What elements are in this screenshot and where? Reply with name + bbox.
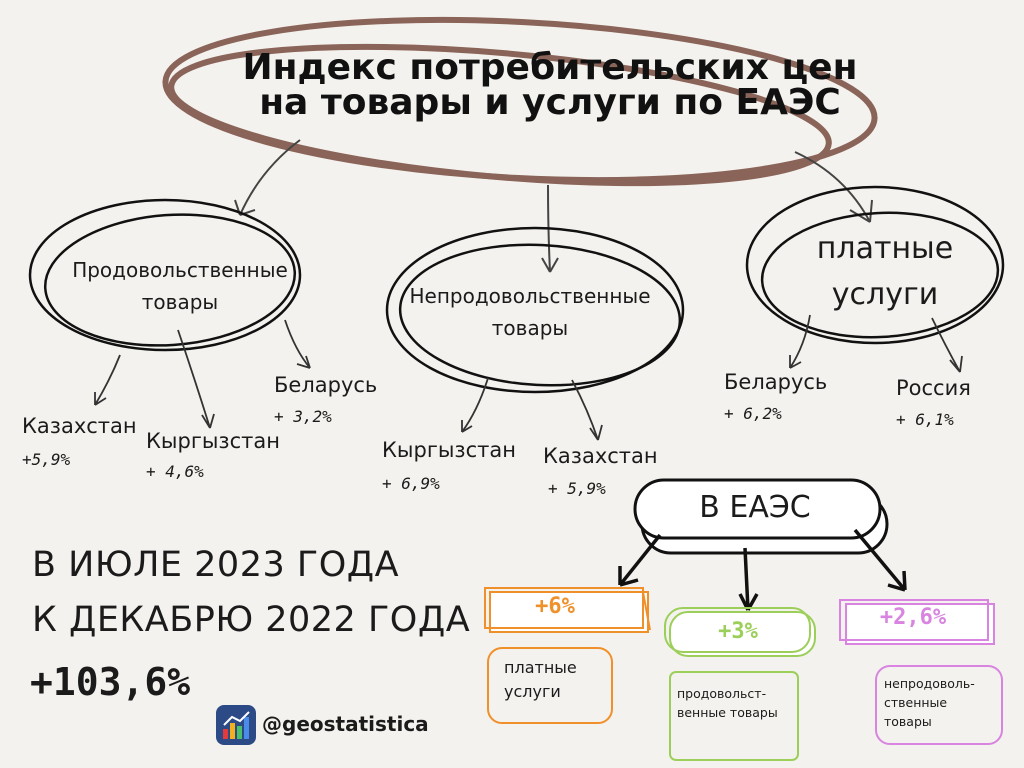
eaes-label-services: платные услуги <box>504 658 577 701</box>
food-country-name: Казахстан <box>22 414 137 438</box>
nonfood-country-value: + 5,9% <box>548 479 606 498</box>
nonfood-country-name: Кыргызстан <box>382 438 516 462</box>
summary-line-2: К ДЕКАБРЮ 2022 ГОДА <box>32 600 471 640</box>
label-box-nonfood <box>875 665 1003 745</box>
brand-handle[interactable]: @geostatistica <box>262 712 429 736</box>
value-box-services <box>484 587 651 633</box>
food-country-name: Беларусь <box>274 373 378 397</box>
eaes-label: В ЕАЭС <box>699 490 811 525</box>
eaes-pill <box>633 478 889 555</box>
summary-value: +103,6% <box>30 660 191 704</box>
category-services: платные услуги <box>816 231 954 312</box>
eaes-arrows <box>618 528 907 611</box>
services-oval <box>745 185 1005 345</box>
title-scribble <box>162 16 878 187</box>
eaes-value-nonfood: +2,6% <box>879 605 947 630</box>
eaes-value-services: +6% <box>535 594 575 619</box>
value-box-nonfood <box>839 599 995 645</box>
category-nonfood: Непродовольственные товары <box>409 284 651 340</box>
eaes-label-food: продовольст- венные товары <box>677 686 778 720</box>
title-arrows <box>234 139 873 273</box>
nonfood-oval <box>385 226 685 394</box>
nonfood-country-value: + 6,9% <box>382 474 440 493</box>
nonfood-country-name: Казахстан <box>543 444 658 468</box>
label-box-food <box>669 671 799 761</box>
services-country-value: + 6,1% <box>896 410 954 429</box>
summary-line-1: В ИЮЛЕ 2023 ГОДА <box>32 545 400 585</box>
food-country-name: Кыргызстан <box>146 429 280 453</box>
eaes-label-nonfood: непродоволь- ственные товары <box>884 676 975 729</box>
eaes-value-food: +3% <box>718 619 758 644</box>
value-box-food <box>664 607 816 657</box>
services-country-value: + 6,2% <box>724 404 782 423</box>
food-oval <box>28 198 302 352</box>
food-country-value: + 4,6% <box>146 462 204 481</box>
food-country-value: +5,9% <box>22 450 71 469</box>
label-box-services <box>487 647 613 724</box>
category-food: Продовольственные товары <box>72 258 288 314</box>
food-country-value: + 3,2% <box>274 407 332 426</box>
bar-chart-logo-icon <box>216 705 256 745</box>
services-country-name: Беларусь <box>724 370 828 394</box>
page-title: Индекс потребительских цен на товары и у… <box>242 47 858 123</box>
services-country-name: Россия <box>896 376 971 400</box>
country-arrows <box>94 314 963 441</box>
